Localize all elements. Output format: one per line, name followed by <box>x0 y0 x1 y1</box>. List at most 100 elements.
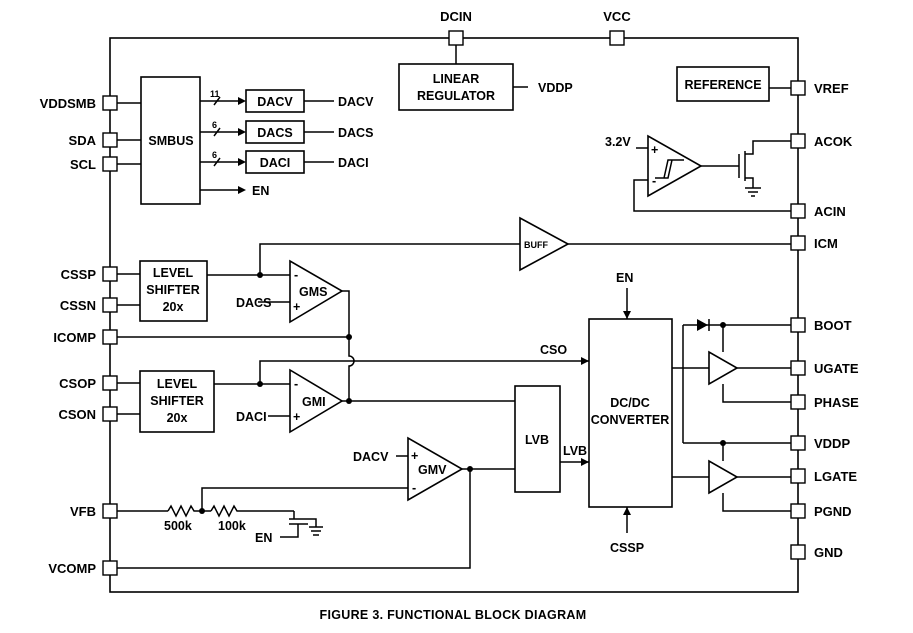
level-shifter-1: LEVEL SHIFTER 20x <box>139 260 208 322</box>
pin-acok: ACOK <box>790 133 853 149</box>
lvb-block: LVB LVB <box>514 385 589 493</box>
pin-scl: SCL <box>70 156 118 172</box>
lower-gate-driver <box>672 440 791 512</box>
bus-width-dacv: 11 <box>210 89 220 99</box>
pin-icomp: ICOMP <box>53 329 118 345</box>
smbus-block: SMBUS <box>140 76 201 205</box>
level-shifter-2-label-b: SHIFTER <box>150 394 203 408</box>
dacs-output-label: DACS <box>338 126 373 140</box>
bus-width-daci: 6 <box>212 150 217 160</box>
pin-vcc: VCC <box>603 9 631 46</box>
pin-label-icomp: ICOMP <box>53 330 96 345</box>
upper-gate-driver <box>672 350 791 403</box>
pin-label-vddsmb: VDDSMB <box>40 96 96 111</box>
pin-label-scl: SCL <box>70 157 96 172</box>
gmv-label: GMV <box>418 463 447 477</box>
gmv-amplifier: + - GMV <box>407 436 464 502</box>
gmi-minus: - <box>294 377 298 391</box>
pin-vddp: VDDP <box>790 435 850 451</box>
level-shifter-2: LEVEL SHIFTER 20x <box>139 370 215 433</box>
en-switch-label: EN <box>255 531 272 545</box>
pin-sda: SDA <box>69 132 118 148</box>
pin-label-ugate: UGATE <box>814 361 859 376</box>
linear-regulator-label-1: LINEAR <box>433 72 480 86</box>
dacv-block: DACV <box>245 89 305 113</box>
vddp-output-label: VDDP <box>538 81 573 95</box>
pin-csop: CSOP <box>59 375 118 391</box>
r100k-label: 100k <box>218 519 246 533</box>
daci-output-label: DACI <box>338 156 369 170</box>
reference-block: REFERENCE <box>676 66 791 102</box>
pin-icm: ICM <box>790 235 838 251</box>
bus-width-dacs: 6 <box>212 120 217 130</box>
level-shifter-2-label-c: 20x <box>167 411 188 425</box>
reference-label: REFERENCE <box>684 78 761 92</box>
pin-label-acin: ACIN <box>814 204 846 219</box>
pin-vref: VREF <box>790 80 849 96</box>
level-shifter-2-wires: DACI <box>117 381 290 424</box>
pin-label-phase: PHASE <box>814 395 859 410</box>
pin-dcin: DCIN <box>440 9 472 46</box>
dcdc-inputs: EN CSSP <box>610 271 644 555</box>
pin-boot: BOOT <box>790 317 852 333</box>
pin-label-gnd: GND <box>814 545 843 560</box>
dacs-input-label: DACS <box>236 296 271 310</box>
pin-ugate: UGATE <box>790 360 859 376</box>
daci-block-label: DACI <box>260 156 291 170</box>
lvb-signal-label: LVB <box>563 444 587 458</box>
buff-amplifier: BUFF <box>519 216 791 272</box>
gmv-plus: + <box>411 449 418 463</box>
gms-amplifier: - + GMS <box>289 259 344 324</box>
lvb-block-label: LVB <box>525 433 549 447</box>
gmv-minus: - <box>412 481 416 495</box>
pin-label-cssp: CSSP <box>61 267 97 282</box>
pin-cssn: CSSN <box>60 297 118 313</box>
level-shifter-2-label-a: LEVEL <box>157 377 198 391</box>
gms-plus: + <box>293 300 300 314</box>
bootstrap-diode <box>682 319 791 443</box>
en-smbus-label: EN <box>252 184 269 198</box>
figure-caption: FIGURE 3. FUNCTIONAL BLOCK DIAGRAM <box>320 608 587 622</box>
gms-minus: - <box>294 268 298 282</box>
level-shifter-1-label-c: 20x <box>163 300 184 314</box>
pin-label-vref: VREF <box>814 81 849 96</box>
gmi-label: GMI <box>302 395 326 409</box>
pin-label-vfb: VFB <box>70 504 96 519</box>
cssp-bottom-label: CSSP <box>610 541 644 555</box>
pin-label-vcc: VCC <box>603 9 631 24</box>
dac-output-wires: DACV DACS DACI <box>304 95 374 170</box>
gmi-plus: + <box>293 410 300 424</box>
pin-label-vddp: VDDP <box>814 436 850 451</box>
dacs-block: DACS <box>245 120 305 144</box>
pin-vcomp: VCOMP <box>48 560 118 576</box>
pin-vddsmb: VDDSMB <box>40 95 118 111</box>
daci-block: DACI <box>245 150 305 174</box>
dacv-output-label: DACV <box>338 95 374 109</box>
linear-regulator-label-2: REGULATOR <box>417 89 495 103</box>
dcdc-converter-block: DC/DC CONVERTER <box>588 318 673 508</box>
pin-label-cssn: CSSN <box>60 298 96 313</box>
pin-vfb: VFB <box>70 503 118 519</box>
gmi-amplifier: - + GMI <box>289 368 344 434</box>
cso-wire: CSO <box>259 343 589 384</box>
cso-label: CSO <box>540 343 567 357</box>
pin-label-acok: ACOK <box>814 134 853 149</box>
pin-pgnd: PGND <box>790 503 852 519</box>
level-shifter-1-label-b: SHIFTER <box>146 283 199 297</box>
gmv-wires: DACV <box>117 450 515 569</box>
dcdc-label-1: DC/DC <box>610 396 650 410</box>
vfb-divider: 500k 100k EN <box>117 504 323 545</box>
en-top-label: EN <box>616 271 633 285</box>
pin-label-sda: SDA <box>69 133 97 148</box>
pin-label-pgnd: PGND <box>814 504 852 519</box>
acok-comp-plus: + <box>651 143 658 157</box>
pin-label-csop: CSOP <box>59 376 96 391</box>
pin-label-vcomp: VCOMP <box>48 561 96 576</box>
acok-comparator: + - 3.2V <box>605 134 791 212</box>
v32-label: 3.2V <box>605 135 631 149</box>
pin-label-boot: BOOT <box>814 318 852 333</box>
dcdc-label-2: CONVERTER <box>591 413 669 427</box>
pin-label-cson: CSON <box>58 407 96 422</box>
pin-phase: PHASE <box>790 394 859 410</box>
